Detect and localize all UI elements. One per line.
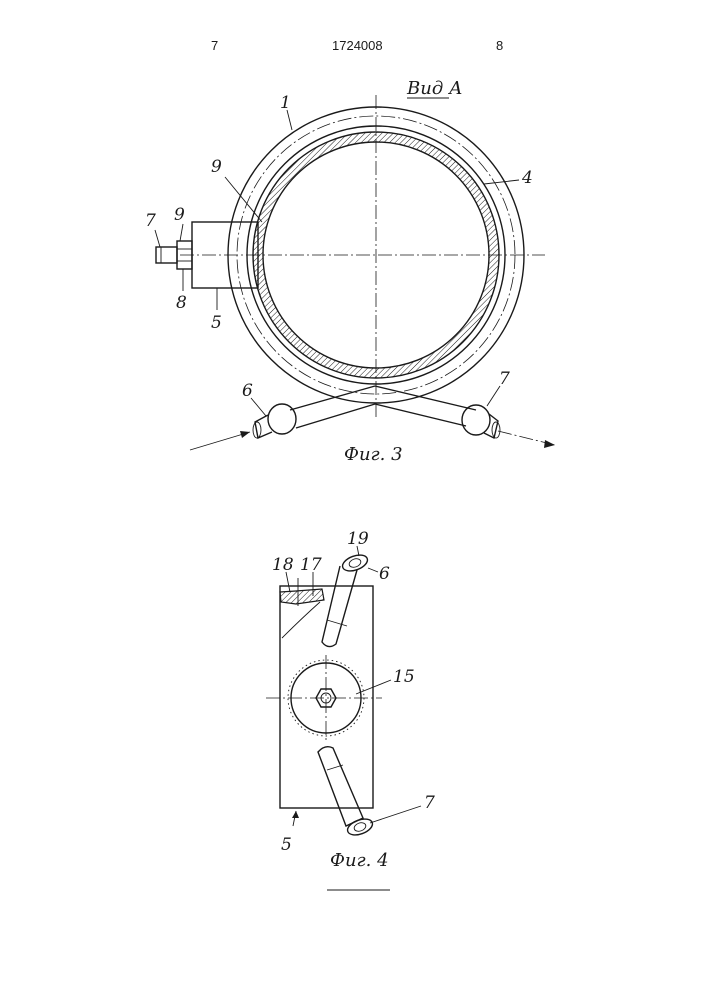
break-line bbox=[282, 602, 320, 638]
figure-3: Вид А bbox=[145, 78, 555, 465]
fitting-6 bbox=[253, 404, 296, 438]
view-a-label: Вид А bbox=[406, 78, 463, 99]
label-7: 7 bbox=[424, 793, 435, 813]
fitting-7 bbox=[462, 405, 500, 438]
tube-6 bbox=[322, 566, 357, 647]
figure-4-caption: Фиг. 4 bbox=[330, 850, 389, 871]
tube-6-end bbox=[340, 552, 369, 574]
label-7-stud: 7 bbox=[145, 211, 156, 231]
label-9-upper: 9 bbox=[211, 157, 222, 177]
tube-7 bbox=[318, 747, 363, 826]
stud bbox=[156, 247, 177, 263]
label-5: 5 bbox=[211, 313, 222, 333]
figure-4: 19 6 18 17 15 7 5 Фиг. 4 bbox=[266, 529, 435, 890]
tube-right-straight bbox=[375, 386, 476, 426]
label-6: 6 bbox=[242, 381, 253, 401]
channel-hatched bbox=[280, 589, 324, 604]
figure-3-caption: Фиг. 3 bbox=[344, 444, 403, 465]
label-17: 17 bbox=[300, 555, 322, 575]
label-1: 1 bbox=[280, 93, 291, 113]
tube-7-end bbox=[345, 816, 374, 838]
label-15: 15 bbox=[393, 667, 415, 687]
label-6: 6 bbox=[379, 564, 390, 584]
label-8: 8 bbox=[176, 293, 187, 313]
label-19: 19 bbox=[347, 529, 369, 549]
inlet-arrow bbox=[190, 432, 250, 450]
label-9-nut: 9 bbox=[174, 205, 185, 225]
label-18: 18 bbox=[272, 555, 294, 575]
label-4: 4 bbox=[521, 168, 533, 188]
label-7-fitting: 7 bbox=[499, 369, 510, 389]
label-5: 5 bbox=[281, 835, 292, 855]
tube-left-straight bbox=[290, 386, 375, 428]
